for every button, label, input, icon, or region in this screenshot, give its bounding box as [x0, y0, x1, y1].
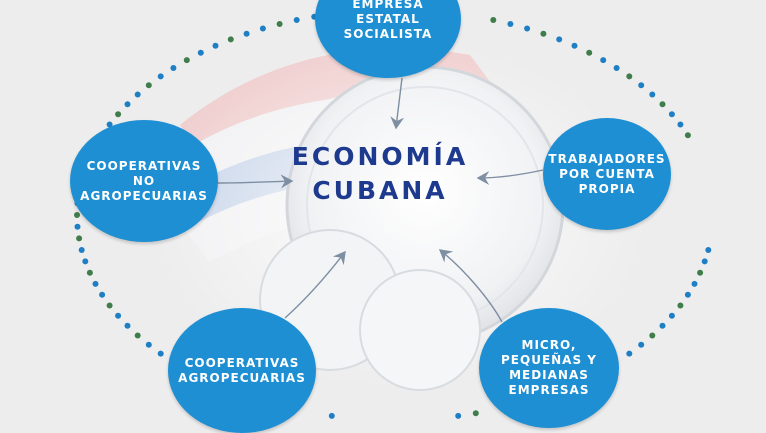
arrow-from-coop-agro	[284, 250, 346, 319]
node-label: EMPRESA ESTATAL SOCIALISTA	[343, 0, 433, 41]
node-micro-pequenas-medianas-empresas: MICRO, PEQUEÑAS Y MEDIANAS EMPRESAS	[479, 308, 619, 428]
arrows	[214, 77, 544, 323]
ring-dot	[684, 132, 691, 139]
ring-dot	[490, 17, 497, 23]
ring-dot	[74, 223, 81, 230]
ring-dot	[82, 258, 89, 265]
ring-dot	[86, 269, 93, 276]
ring-dot	[684, 291, 691, 298]
node-label: MICRO, PEQUEÑAS Y MEDIANAS EMPRESAS	[501, 338, 597, 397]
ring-dot	[556, 36, 563, 43]
ring-dot	[145, 82, 152, 89]
ring-dot	[115, 312, 122, 319]
ring-dot	[677, 302, 684, 309]
ring-dot	[524, 25, 531, 32]
ring-dot	[659, 322, 666, 329]
ring-dot	[115, 111, 122, 118]
arrow-from-empresa-estatal	[390, 77, 405, 130]
ring-dot	[697, 269, 704, 276]
ring-dot	[701, 258, 708, 265]
ring-dot	[106, 302, 113, 309]
arrow-from-coop-no-agro	[214, 174, 294, 189]
ring-dot	[134, 91, 141, 98]
ring-dot	[705, 247, 712, 253]
ring-dot	[540, 30, 547, 37]
ring-dot	[638, 341, 645, 348]
ring-dot	[586, 49, 593, 56]
ring-dot	[227, 36, 234, 43]
ring-dot	[212, 42, 219, 49]
ring-dot	[197, 49, 204, 56]
ring-dot	[626, 73, 633, 80]
ring-dot	[183, 57, 190, 64]
ring-dot	[472, 410, 479, 417]
center-title: ECONOMÍA CUBANA	[291, 142, 469, 205]
ring-dot	[507, 21, 514, 27]
ring-dot	[668, 111, 675, 118]
ring-dot	[145, 341, 152, 348]
ring-dot	[74, 212, 80, 218]
ring-dot	[626, 350, 633, 357]
ring-dot	[124, 322, 131, 329]
ring-dot	[638, 82, 645, 89]
ring-dot	[600, 57, 607, 64]
ring-dot	[259, 25, 266, 32]
arrow-from-trabajadores	[476, 169, 544, 185]
node-label: COOPERATIVAS AGROPECUARIAS	[178, 355, 306, 385]
ring-dot	[78, 247, 85, 253]
ring-dot	[170, 65, 177, 71]
ring-dot	[134, 332, 141, 339]
ring-dot	[293, 17, 300, 23]
node-cooperativas-agropecuarias: COOPERATIVAS AGROPECUARIAS	[168, 308, 316, 433]
node-label: COOPERATIVAS NO AGROPECUARIAS	[80, 158, 208, 203]
ring-dot	[124, 101, 131, 108]
ring-dot	[243, 30, 250, 37]
ring-dot	[276, 21, 283, 27]
ring-dot	[157, 350, 164, 357]
ring-dot	[157, 73, 164, 80]
ring-dot	[328, 412, 335, 419]
ring-dot	[659, 101, 666, 108]
ring-dot	[668, 312, 675, 319]
ring-dot	[677, 121, 684, 128]
ring-dot	[92, 280, 99, 287]
ring-dot	[691, 280, 698, 287]
ring-dot	[613, 65, 620, 71]
arrow-from-mipymes	[438, 249, 503, 323]
ring-dot	[76, 235, 83, 242]
ring-dot	[649, 91, 656, 98]
node-trabajadores-por-cuenta-propia: TRABAJADORES POR CUENTA PROPIA	[543, 118, 671, 230]
ring-dot	[455, 412, 462, 419]
node-label: TRABAJADORES POR CUENTA PROPIA	[548, 151, 666, 196]
ring-dot	[649, 332, 656, 339]
ring-dot	[571, 42, 578, 49]
ring-dot	[99, 291, 106, 298]
node-cooperativas-no-agropecuarias: COOPERATIVAS NO AGROPECUARIAS	[70, 120, 218, 242]
